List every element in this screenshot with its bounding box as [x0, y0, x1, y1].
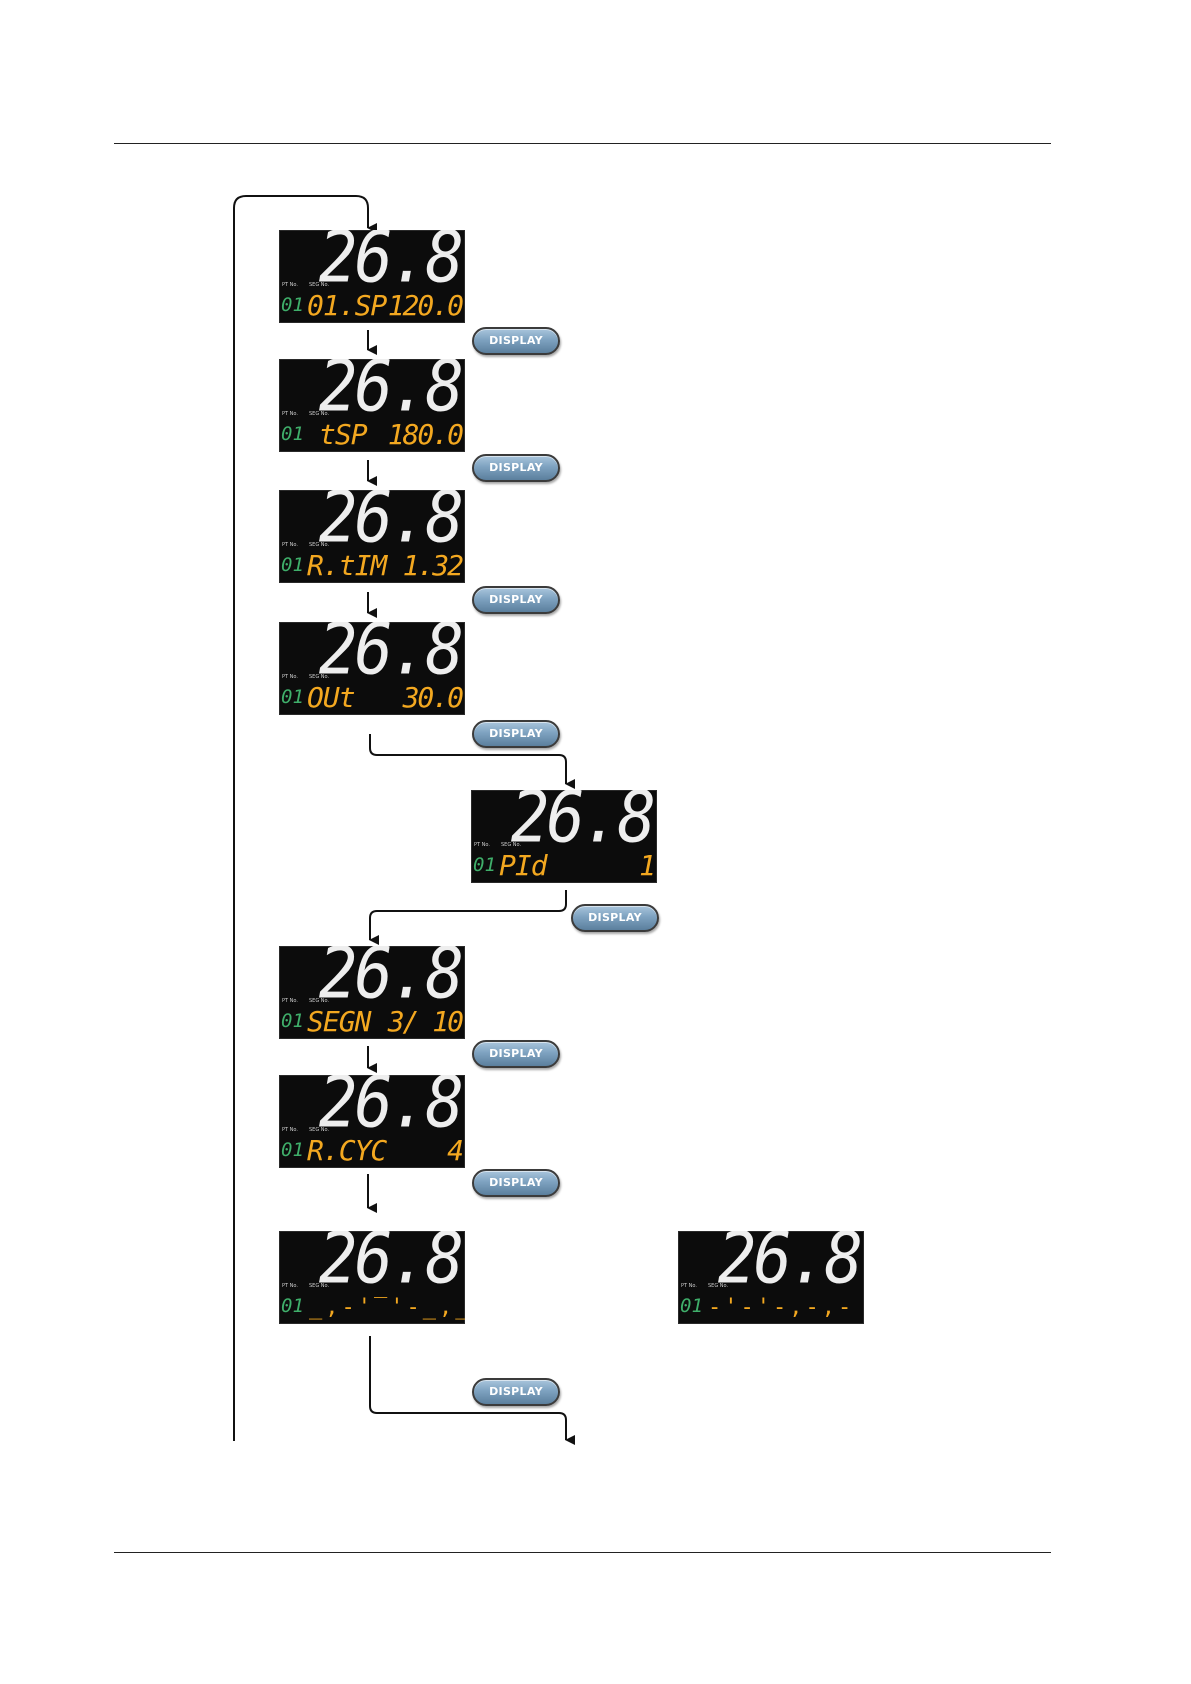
seg-no-tag: SEG No.: [309, 1283, 330, 1289]
pt-no-value: 01: [281, 1295, 304, 1317]
pt-no-tag: PT No.: [474, 842, 490, 848]
parameter-name: 01.SP: [307, 289, 387, 322]
display-screen-8: 26.8 PT No. SEG No. 01 _,-'‾'-_,_: [279, 1231, 465, 1324]
parameter-value: 1.32: [402, 549, 464, 582]
pv-value: 26.8: [510, 790, 656, 860]
pt-no-value: 01: [281, 423, 304, 445]
pt-no-tag: PT No.: [282, 998, 298, 1004]
display-screen-1: 26.8 PT No. SEG No. 01 01.SP 120.0: [279, 230, 465, 323]
pt-no-tag: PT No.: [282, 411, 298, 417]
pt-no-tag: PT No.: [282, 282, 298, 288]
pv-value: 26.8: [318, 1231, 464, 1301]
pt-no-value: 01: [680, 1295, 703, 1317]
display-screen-5: 26.8 PT No. SEG No. 01 PId 1: [471, 790, 657, 883]
pt-no-value: 01: [473, 854, 496, 876]
display-button-3[interactable]: DISPLAY: [472, 586, 560, 614]
seg-no-tag: SEG No.: [309, 1127, 330, 1133]
parameter-name: R.CYC: [307, 1134, 387, 1167]
pt-no-tag: PT No.: [282, 674, 298, 680]
display-button-8[interactable]: DISPLAY: [472, 1378, 560, 1406]
pt-no-tag: PT No.: [681, 1283, 697, 1289]
seg-no-tag: SEG No.: [309, 282, 330, 288]
parameter-name: SEGN: [307, 1005, 371, 1038]
seg-no-tag: SEG No.: [501, 842, 522, 848]
pv-value: 26.8: [318, 622, 464, 692]
top-rule: [114, 143, 1051, 144]
dash-pattern: -'-'-,-,-: [708, 1295, 855, 1320]
display-button-5[interactable]: DISPLAY: [571, 904, 659, 932]
pv-value: 26.8: [318, 946, 464, 1016]
pt-no-tag: PT No.: [282, 1127, 298, 1133]
dash-pattern: _,-'‾'-_,_: [309, 1295, 465, 1320]
seg-no-tag: SEG No.: [309, 542, 330, 548]
display-button-6[interactable]: DISPLAY: [472, 1040, 560, 1068]
display-screen-7: 26.8 PT No. SEG No. 01 R.CYC 4: [279, 1075, 465, 1168]
display-screen-9: 26.8 PT No. SEG No. 01 -'-'-,-,-: [678, 1231, 864, 1324]
display-button-2[interactable]: DISPLAY: [472, 454, 560, 482]
pt-no-tag: PT No.: [282, 542, 298, 548]
parameter-name: R.tIM: [307, 549, 387, 582]
arrow-4: [369, 734, 575, 789]
display-button-7[interactable]: DISPLAY: [472, 1169, 560, 1197]
display-button-1[interactable]: DISPLAY: [472, 327, 560, 355]
pt-no-value: 01: [281, 1139, 304, 1161]
pt-no-tag: PT No.: [282, 1283, 298, 1289]
seg-no-tag: SEG No.: [708, 1283, 729, 1289]
pv-value: 26.8: [318, 1075, 464, 1145]
return-loop-line: [233, 195, 377, 1441]
parameter-name: tSP: [319, 418, 368, 451]
pv-value: 26.8: [318, 230, 464, 300]
display-screen-2: 26.8 PT No. SEG No. 01 tSP 180.0: [279, 359, 465, 452]
parameter-value: 30.0: [402, 681, 464, 714]
pv-value: 26.8: [318, 359, 464, 429]
parameter-value: 4: [447, 1134, 464, 1167]
parameter-name: PId: [499, 849, 548, 882]
parameter-value: 3/ 10: [387, 1005, 464, 1038]
pt-no-value: 01: [281, 554, 304, 576]
pt-no-value: 01: [281, 294, 304, 316]
display-screen-4: 26.8 PT No. SEG No. 01 OUt 30.0: [279, 622, 465, 715]
bottom-rule: [114, 1552, 1051, 1553]
pt-no-value: 01: [281, 1010, 304, 1032]
pt-no-value: 01: [281, 686, 304, 708]
display-screen-3: 26.8 PT No. SEG No. 01 R.tIM 1.32: [279, 490, 465, 583]
seg-no-tag: SEG No.: [309, 998, 330, 1004]
parameter-name: OUt: [307, 681, 356, 714]
seg-no-tag: SEG No.: [309, 674, 330, 680]
arrow-5: [369, 890, 567, 945]
pv-value: 26.8: [318, 490, 464, 560]
parameter-value: 180.0: [387, 418, 464, 451]
display-button-4[interactable]: DISPLAY: [472, 720, 560, 748]
parameter-value: 120.0: [387, 289, 464, 322]
display-screen-6: 26.8 PT No. SEG No. 01 SEGN 3/ 10: [279, 946, 465, 1039]
parameter-value: 1: [639, 849, 656, 882]
seg-no-tag: SEG No.: [309, 411, 330, 417]
arrow-8: [369, 1336, 575, 1445]
pv-value: 26.8: [717, 1231, 863, 1301]
